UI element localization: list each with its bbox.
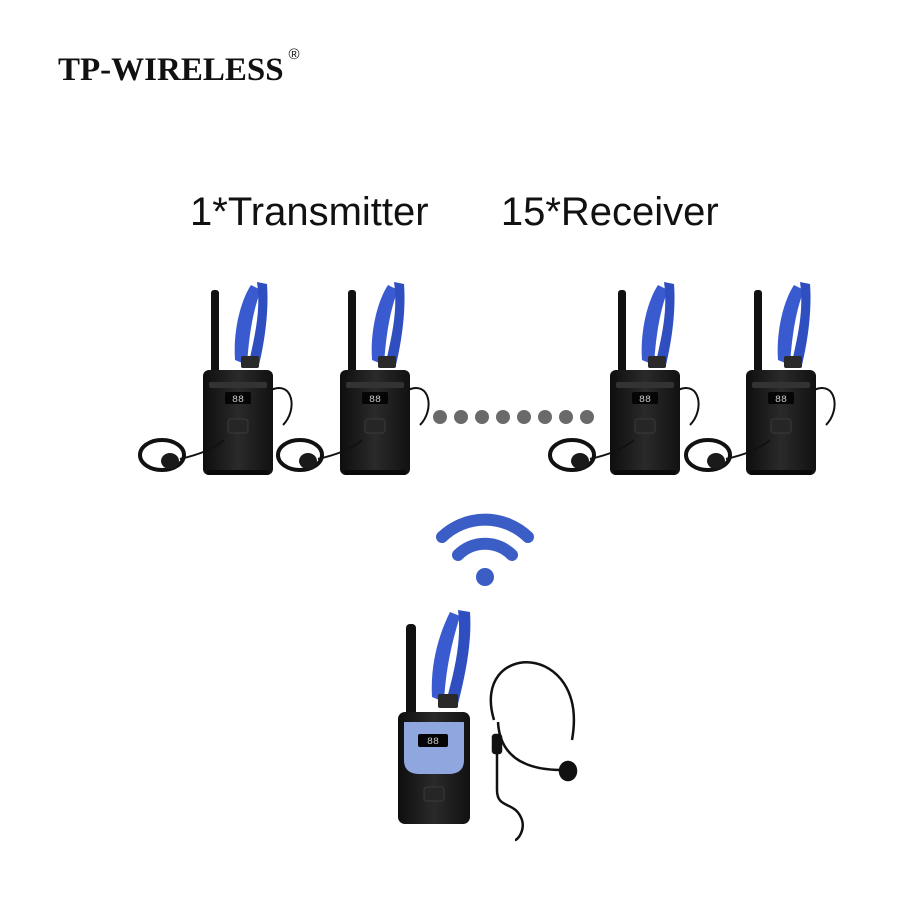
receiver-display: 88 xyxy=(369,395,381,406)
receiver-display: 88 xyxy=(232,395,244,406)
receiver-device-3: 88 xyxy=(609,281,700,476)
headline-transmitter: 1*Transmitter xyxy=(190,190,429,234)
headline-receiver: 15*Receiver xyxy=(500,190,719,234)
transmitter-display: 88 xyxy=(427,737,439,748)
antenna-icon xyxy=(406,624,416,719)
receiver-display: 88 xyxy=(639,395,651,406)
brand-logo-text: TP-WIRELESS xyxy=(58,52,284,88)
ellipsis-dots xyxy=(433,410,594,424)
brand-logo: TP-WIRELESS ® xyxy=(58,46,300,89)
receiver-device-4: 88 xyxy=(745,281,836,476)
receiver-device-2: 88 xyxy=(339,281,430,476)
wifi-icon xyxy=(436,513,534,586)
headset-icon xyxy=(489,661,578,842)
transmitter-device: 88 xyxy=(398,610,471,824)
headline: 1*Transmitter 15*Receiver xyxy=(190,190,719,235)
registered-mark: ® xyxy=(288,46,300,63)
receiver-device-1: 88 xyxy=(202,281,293,476)
receiver-display: 88 xyxy=(775,395,787,406)
